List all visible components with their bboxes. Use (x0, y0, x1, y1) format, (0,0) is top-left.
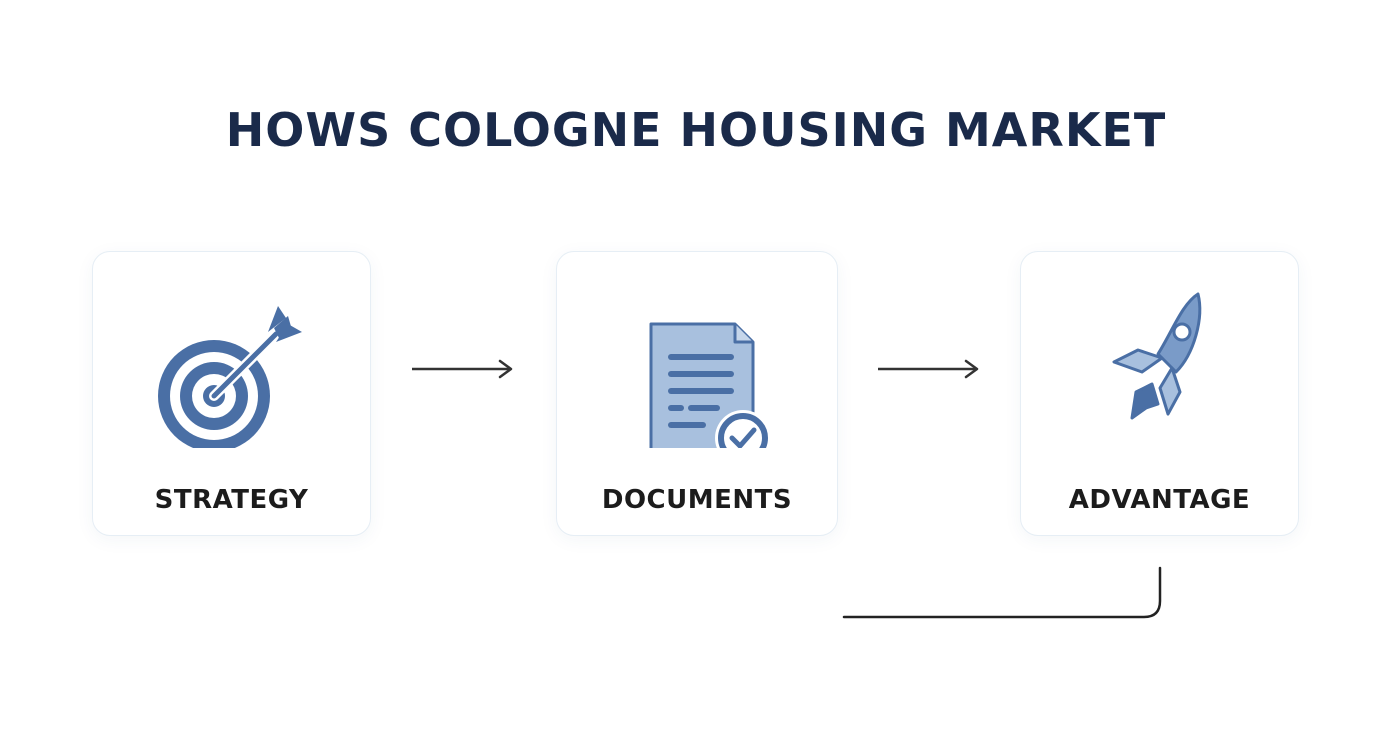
step-card-strategy: STRATEGY (92, 251, 371, 536)
return-connector-line (842, 566, 1162, 619)
step-label: DOCUMENTS (601, 485, 793, 515)
diagram-title: HOWS COLOGNE HOUSING MARKET (225, 103, 1167, 157)
arrow-connector-2 (878, 359, 979, 379)
arrow-connector-1 (412, 359, 513, 379)
target-arrow-icon (152, 288, 312, 448)
rocket-icon (1080, 288, 1240, 448)
step-label: ADVANTAGE (1068, 485, 1251, 515)
step-card-advantage: ADVANTAGE (1020, 251, 1299, 536)
document-check-icon (617, 288, 777, 448)
step-card-documents: DOCUMENTS (556, 251, 838, 536)
step-label: STRATEGY (154, 485, 309, 515)
